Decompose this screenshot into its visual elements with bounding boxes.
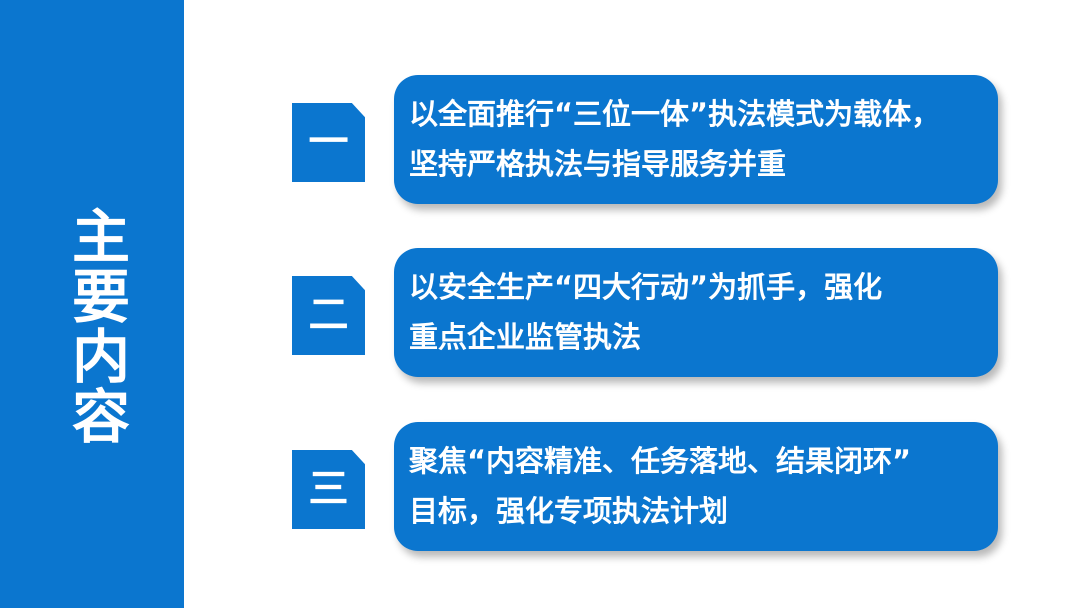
item-number: 三 <box>308 466 349 512</box>
item-text-line-2: 坚持严格执法与指导服务并重 <box>409 147 787 181</box>
item-text-line-1: 聚焦“内容精准、任务落地、结果闭环” <box>409 444 912 478</box>
item-card: 聚焦“内容精准、任务落地、结果闭环” 目标，强化专项执法计划 <box>394 422 998 551</box>
item-card: 以安全生产“四大行动”为抓手，强化 重点企业监管执法 <box>394 248 998 377</box>
sidebar: 主要内容 <box>0 0 184 608</box>
item-text-line-2: 重点企业监管执法 <box>409 320 642 354</box>
item-number-tab: 一 <box>292 103 365 182</box>
item-number: 二 <box>308 292 349 338</box>
item-text-line-2: 目标，强化专项执法计划 <box>409 494 729 528</box>
content-item: 三 聚焦“内容精准、任务落地、结果闭环” 目标，强化专项执法计划 <box>0 417 1080 552</box>
content-item: 二 以安全生产“四大行动”为抓手，强化 重点企业监管执法 <box>0 243 1080 378</box>
item-number: 一 <box>308 119 349 165</box>
item-number-tab: 三 <box>292 450 365 529</box>
item-text-line-1: 以安全生产“四大行动”为抓手，强化 <box>409 270 883 304</box>
item-text-line-1: 以全面推行“三位一体”执法模式为载体， <box>409 97 941 131</box>
item-text: 以安全生产“四大行动”为抓手，强化 重点企业监管执法 <box>409 262 989 362</box>
content-item: 一 以全面推行“三位一体”执法模式为载体， 坚持严格执法与指导服务并重 <box>0 70 1080 205</box>
item-text: 以全面推行“三位一体”执法模式为载体， 坚持严格执法与指导服务并重 <box>409 89 989 189</box>
sidebar-title: 主要内容 <box>62 206 130 446</box>
item-card: 以全面推行“三位一体”执法模式为载体， 坚持严格执法与指导服务并重 <box>394 75 998 204</box>
item-number-tab: 二 <box>292 276 365 355</box>
item-text: 聚焦“内容精准、任务落地、结果闭环” 目标，强化专项执法计划 <box>409 436 989 536</box>
